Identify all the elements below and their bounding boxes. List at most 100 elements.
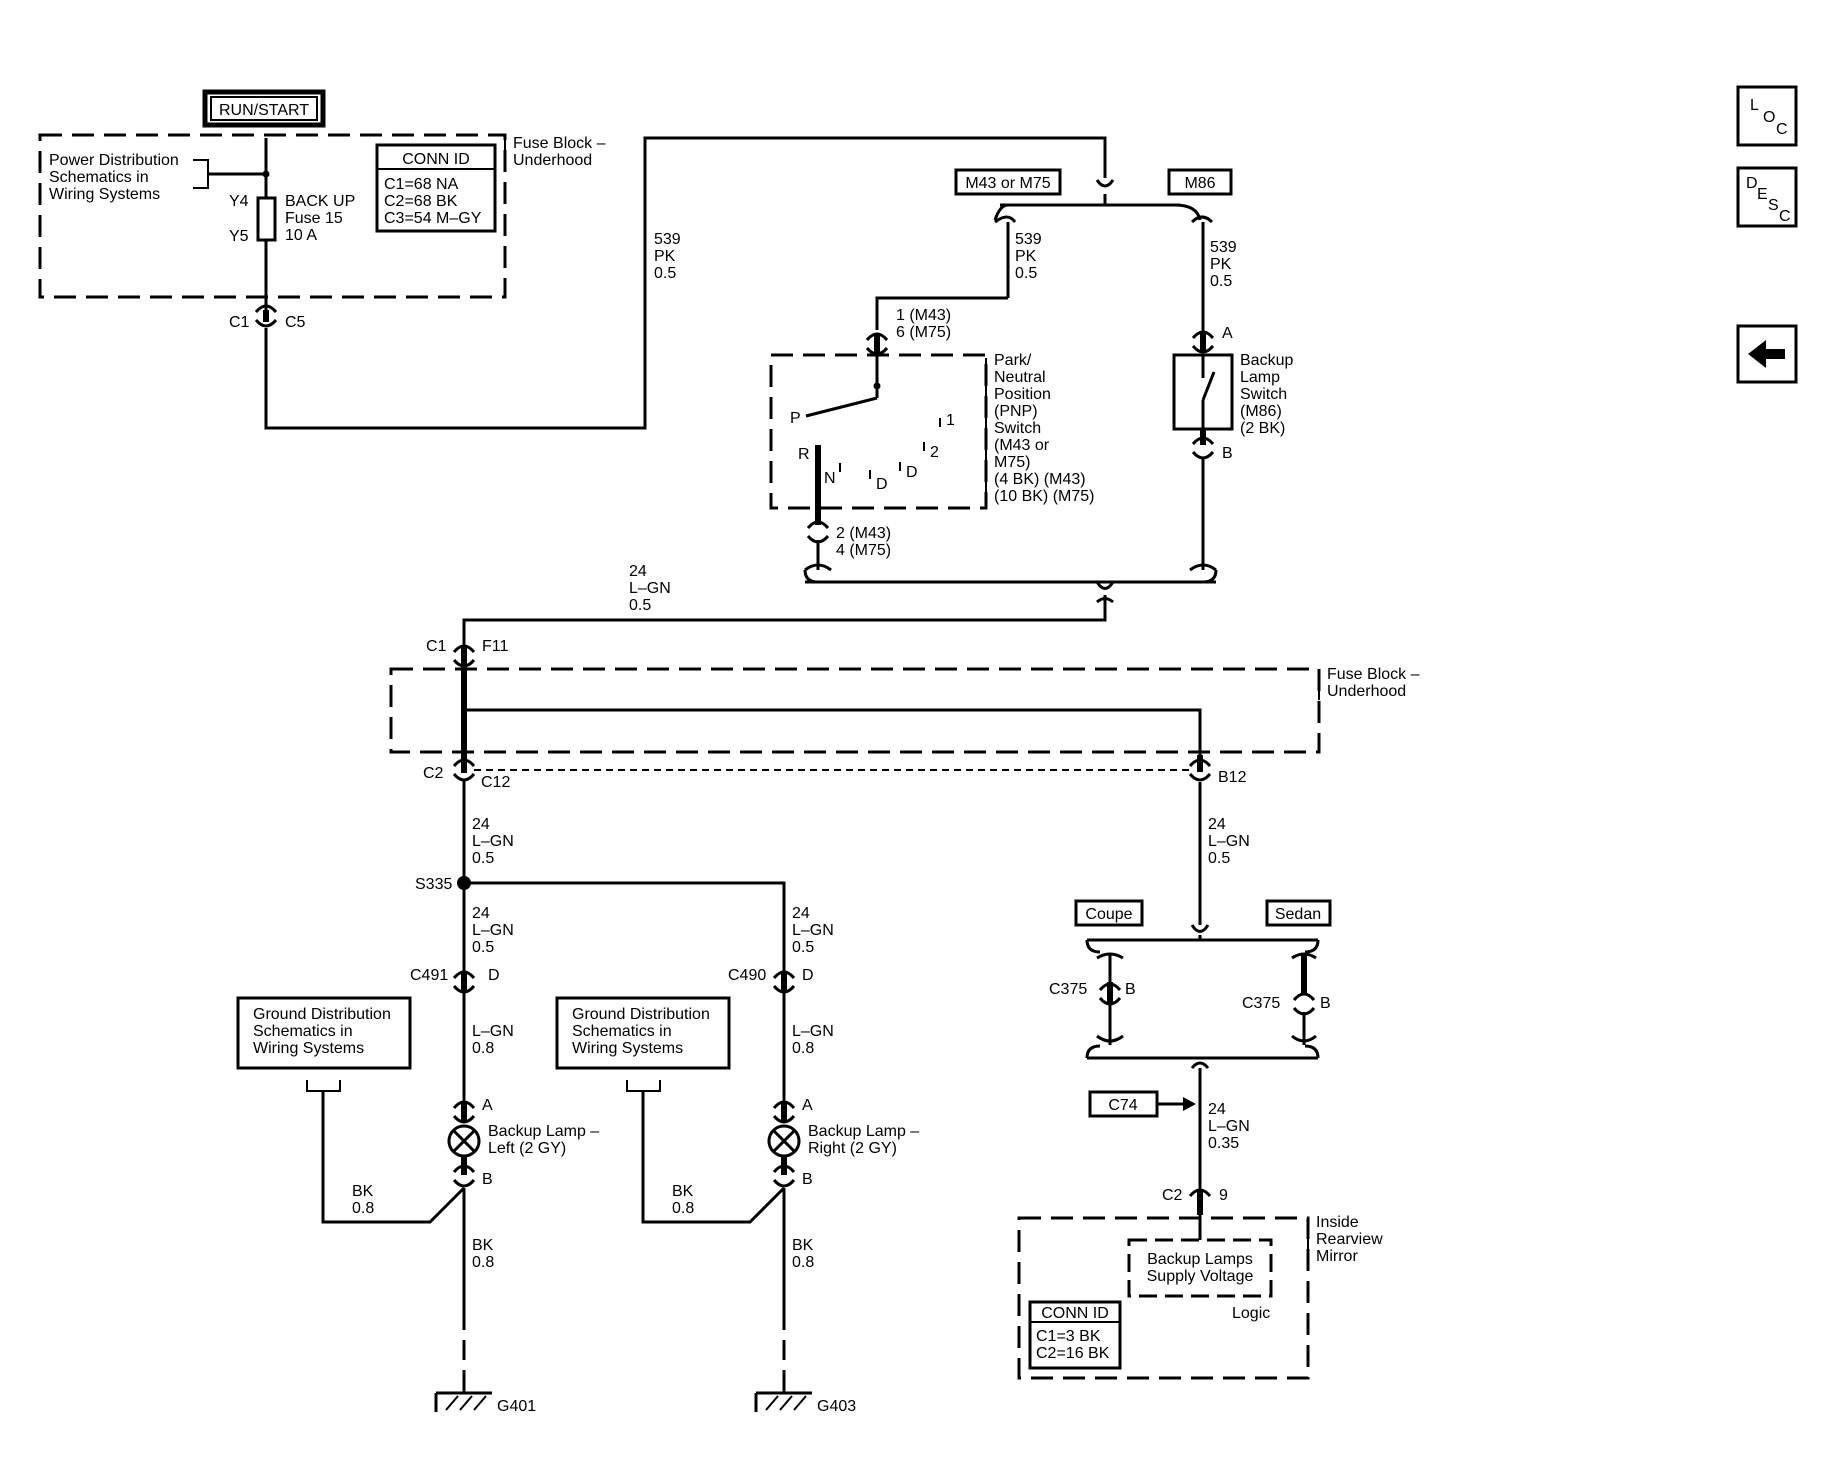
svg-text:Y5: Y5 xyxy=(229,228,249,245)
ground-dist-left: Ground Distribution Schematics in Wiring… xyxy=(236,996,412,1092)
svg-text:BK: BK xyxy=(672,1183,694,1200)
svg-text:Y4: Y4 xyxy=(229,193,249,210)
svg-text:B: B xyxy=(482,1171,493,1188)
svg-text:A: A xyxy=(802,1097,813,1114)
svg-text:Underhood: Underhood xyxy=(1327,683,1406,700)
svg-text:Underhood: Underhood xyxy=(513,152,592,169)
back-button[interactable] xyxy=(1736,324,1798,384)
svg-text:C491: C491 xyxy=(410,967,448,984)
backup-lamp-switch-pin-b: B xyxy=(1191,429,1233,462)
svg-text:(2 BK): (2 BK) xyxy=(1240,420,1285,437)
svg-text:24: 24 xyxy=(1208,1101,1226,1118)
svg-text:539: 539 xyxy=(1210,239,1237,256)
svg-text:E: E xyxy=(1757,186,1768,203)
svg-text:Coupe: Coupe xyxy=(1085,906,1132,923)
ground-g403: G403 xyxy=(754,1382,856,1415)
svg-text:O: O xyxy=(1763,109,1775,126)
svg-text:Backup: Backup xyxy=(1240,352,1293,369)
svg-text:PK: PK xyxy=(1210,256,1232,273)
wire-24-top-label: 24 L–GN 0.5 xyxy=(629,563,671,614)
svg-text:S: S xyxy=(1768,197,1779,214)
svg-text:Left (2 GY): Left (2 GY) xyxy=(488,1140,566,1157)
svg-text:0.5: 0.5 xyxy=(1208,850,1230,867)
svg-text:(PNP): (PNP) xyxy=(994,403,1038,420)
wire-bk-right-upper: BK 0.8 xyxy=(672,1183,694,1217)
svg-text:C2: C2 xyxy=(1162,1187,1183,1204)
svg-text:N: N xyxy=(824,470,836,487)
svg-text:C1: C1 xyxy=(229,314,250,331)
svg-text:Park/: Park/ xyxy=(994,352,1032,369)
svg-text:Wiring Systems: Wiring Systems xyxy=(253,1040,364,1057)
svg-text:PK: PK xyxy=(1015,248,1037,265)
fuse-block-mid-outline xyxy=(389,667,1321,754)
svg-text:L–GN: L–GN xyxy=(472,1023,514,1040)
mirror-supply-voltage-block xyxy=(1127,1238,1273,1298)
option-sedan: Sedan xyxy=(1265,899,1332,927)
wire-24-mirror-label: 24 L–GN 0.35 xyxy=(1208,1101,1250,1152)
connector-c375-right: C375 B xyxy=(1242,955,1331,1045)
svg-text:Supply Voltage: Supply Voltage xyxy=(1147,1268,1254,1285)
wire-lgn-08-left-label: L–GN 0.8 xyxy=(472,1023,514,1057)
svg-text:C5: C5 xyxy=(285,314,306,331)
connector-c491: C491 D xyxy=(410,967,500,994)
svg-text:L–GN: L–GN xyxy=(472,922,514,939)
svg-text:G403: G403 xyxy=(817,1398,856,1415)
svg-text:24: 24 xyxy=(1208,816,1226,833)
svg-text:0.8: 0.8 xyxy=(352,1200,374,1217)
svg-text:Schematics in: Schematics in xyxy=(49,169,149,186)
svg-text:C1: C1 xyxy=(426,638,447,655)
back-arrow-icon xyxy=(1748,340,1785,368)
svg-text:L: L xyxy=(1750,97,1759,114)
pnp-switch: P R N D D 2 1 xyxy=(790,355,955,508)
svg-text:Rearview: Rearview xyxy=(1316,1231,1383,1248)
svg-text:G401: G401 xyxy=(497,1398,536,1415)
fuse-block-top-outline xyxy=(38,133,507,299)
backup-lamp-switch-label: Backup Lamp Switch (M86) (2 BK) xyxy=(1231,352,1293,437)
option-coupe: Coupe xyxy=(1074,899,1144,927)
inside-mirror-outline xyxy=(1017,1216,1310,1380)
svg-text:L–GN: L–GN xyxy=(1208,1118,1250,1135)
wire-bk-left-upper: BK 0.8 xyxy=(352,1183,374,1217)
svg-text:BK: BK xyxy=(472,1237,494,1254)
wire-539-left-label: 539 PK 0.5 xyxy=(654,231,681,282)
connector-c1-c5: C1 C5 xyxy=(229,304,306,331)
svg-text:BACK UP: BACK UP xyxy=(285,193,355,210)
svg-text:0.8: 0.8 xyxy=(792,1040,814,1057)
svg-text:R: R xyxy=(798,446,810,463)
power-distribution-ref: Power Distribution Schematics in Wiring … xyxy=(49,152,266,203)
svg-text:Switch: Switch xyxy=(1240,386,1287,403)
option-m43-m75: M43 or M75 xyxy=(954,168,1062,196)
svg-text:D: D xyxy=(876,476,888,493)
svg-text:1: 1 xyxy=(946,412,955,429)
wire-24-left1-label: 24 L–GN 0.5 xyxy=(472,816,514,867)
svg-text:0.5: 0.5 xyxy=(1015,265,1037,282)
svg-text:0.5: 0.5 xyxy=(472,939,494,956)
wire-bk-left-lower: BK 0.8 xyxy=(472,1237,494,1271)
loc-button[interactable]: L O C xyxy=(1736,85,1798,147)
fuse-block-top-label: Fuse Block – Underhood xyxy=(504,135,606,169)
svg-text:C12: C12 xyxy=(481,774,510,791)
svg-text:F11: F11 xyxy=(482,638,508,655)
connector-c1-f11: C1 F11 xyxy=(426,638,508,668)
wire-539-right-label: 539 PK 0.5 xyxy=(1210,239,1237,290)
svg-text:10 A: 10 A xyxy=(285,227,317,244)
svg-text:L–GN: L–GN xyxy=(472,833,514,850)
svg-text:C375: C375 xyxy=(1049,981,1087,998)
desc-button[interactable]: D E S C xyxy=(1736,166,1798,228)
svg-text:B12: B12 xyxy=(1218,769,1247,786)
svg-text:0.8: 0.8 xyxy=(472,1254,494,1271)
svg-text:L–GN: L–GN xyxy=(792,1023,834,1040)
svg-text:C1=3 BK: C1=3 BK xyxy=(1036,1328,1101,1345)
svg-text:L–GN: L–GN xyxy=(629,580,671,597)
svg-text:C375: C375 xyxy=(1242,995,1280,1012)
svg-text:24: 24 xyxy=(792,905,810,922)
svg-text:M75): M75) xyxy=(994,454,1030,471)
svg-text:RUN/START: RUN/START xyxy=(219,102,309,119)
svg-text:CONN ID: CONN ID xyxy=(1041,1305,1109,1322)
svg-text:BK: BK xyxy=(352,1183,374,1200)
svg-text:6 (M75): 6 (M75) xyxy=(896,324,951,341)
backup-lamp-right: A B Backup Lamp – Right (2 GY) xyxy=(767,1097,919,1188)
svg-text:Ground Distribution: Ground Distribution xyxy=(253,1006,391,1023)
svg-text:C: C xyxy=(1776,121,1788,138)
